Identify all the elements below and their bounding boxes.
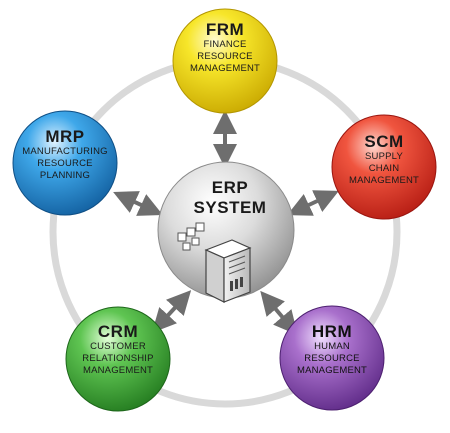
scm-sphere[interactable] bbox=[331, 114, 437, 220]
mrp-sphere[interactable] bbox=[12, 110, 118, 216]
erp-system-title: ERP SYSTEM bbox=[175, 178, 285, 218]
hrm-sphere[interactable] bbox=[279, 305, 385, 411]
double-arrow-icon bbox=[287, 190, 339, 216]
double-arrow-icon bbox=[151, 290, 192, 333]
double-arrow-icon bbox=[260, 290, 298, 336]
double-arrow-icon bbox=[113, 191, 163, 216]
crm-sphere[interactable] bbox=[65, 306, 171, 412]
server-icon bbox=[177, 222, 252, 303]
frm-sphere[interactable] bbox=[172, 8, 278, 114]
connector-arrows bbox=[113, 110, 339, 336]
erp-title-line1: ERP bbox=[211, 178, 249, 197]
erp-title-line2: SYSTEM bbox=[193, 198, 267, 217]
